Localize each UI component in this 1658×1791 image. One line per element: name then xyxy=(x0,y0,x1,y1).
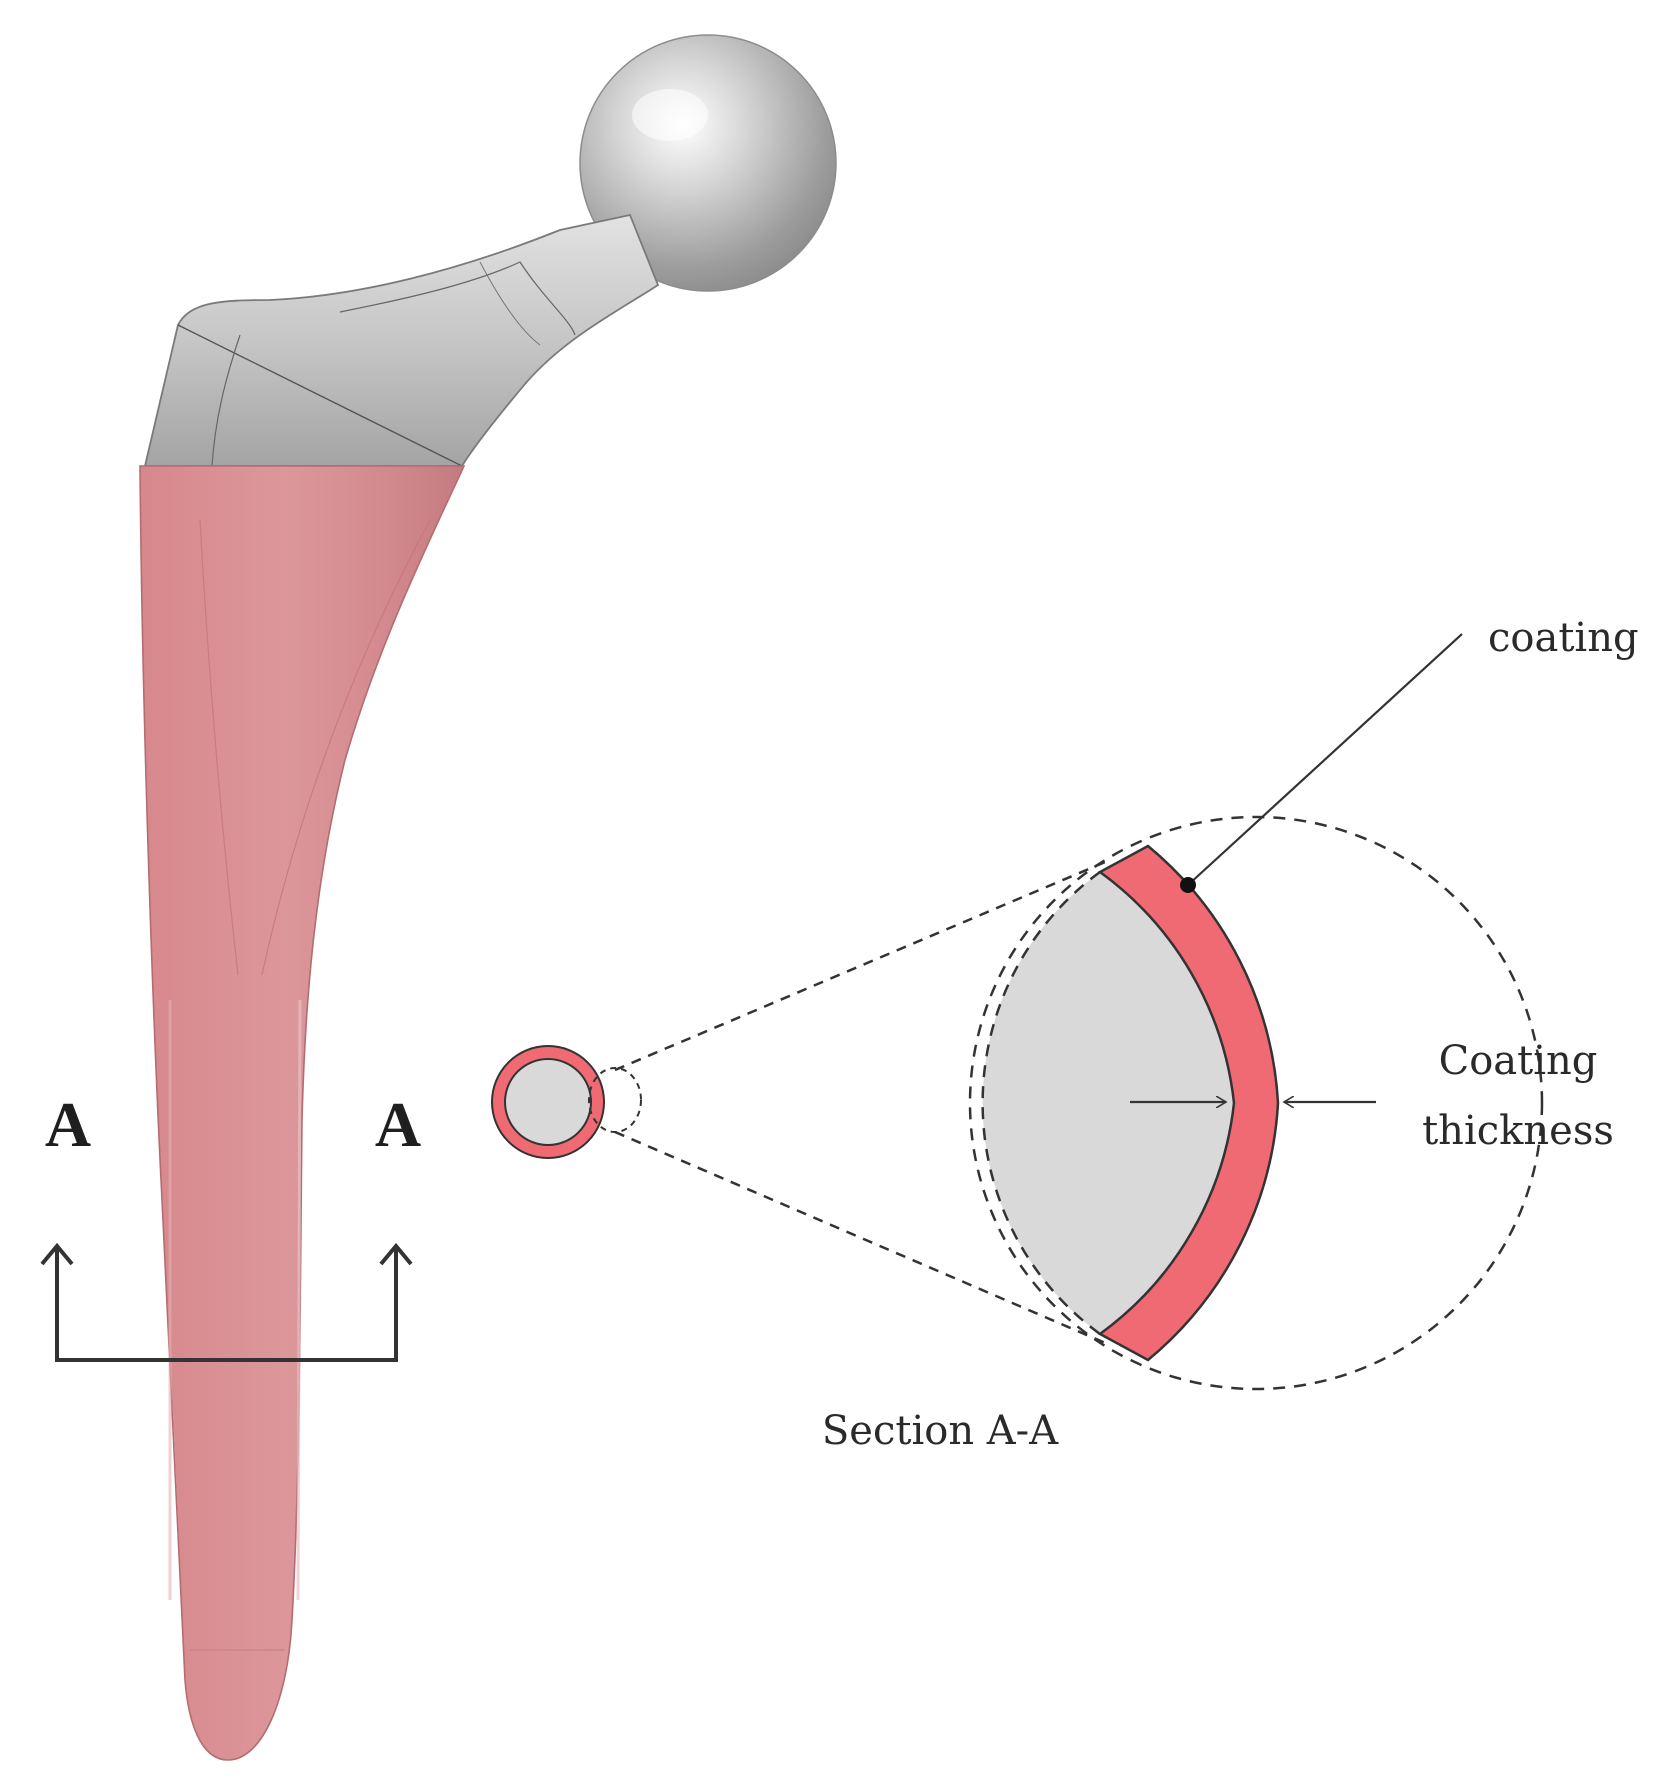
coating-band xyxy=(1097,844,1280,1362)
enlarged-detail xyxy=(968,815,1544,1391)
coating-leader xyxy=(1180,633,1463,893)
section-cut-line xyxy=(40,1242,413,1362)
substrate-region xyxy=(982,872,1234,1334)
section-title: Section A-A xyxy=(822,1408,1059,1454)
implant-neck xyxy=(143,213,660,467)
coated-stem xyxy=(139,465,466,1761)
section-marker-right: A xyxy=(375,1089,421,1160)
coating-label: coating xyxy=(1488,615,1639,661)
small-cross-section xyxy=(491,1045,642,1159)
coating-thickness-label-line2: thickness xyxy=(1422,1108,1614,1154)
coating-thickness-label-line1: Coating xyxy=(1439,1038,1598,1084)
section-marker-left: A xyxy=(45,1089,91,1160)
femoral-head xyxy=(579,34,837,292)
